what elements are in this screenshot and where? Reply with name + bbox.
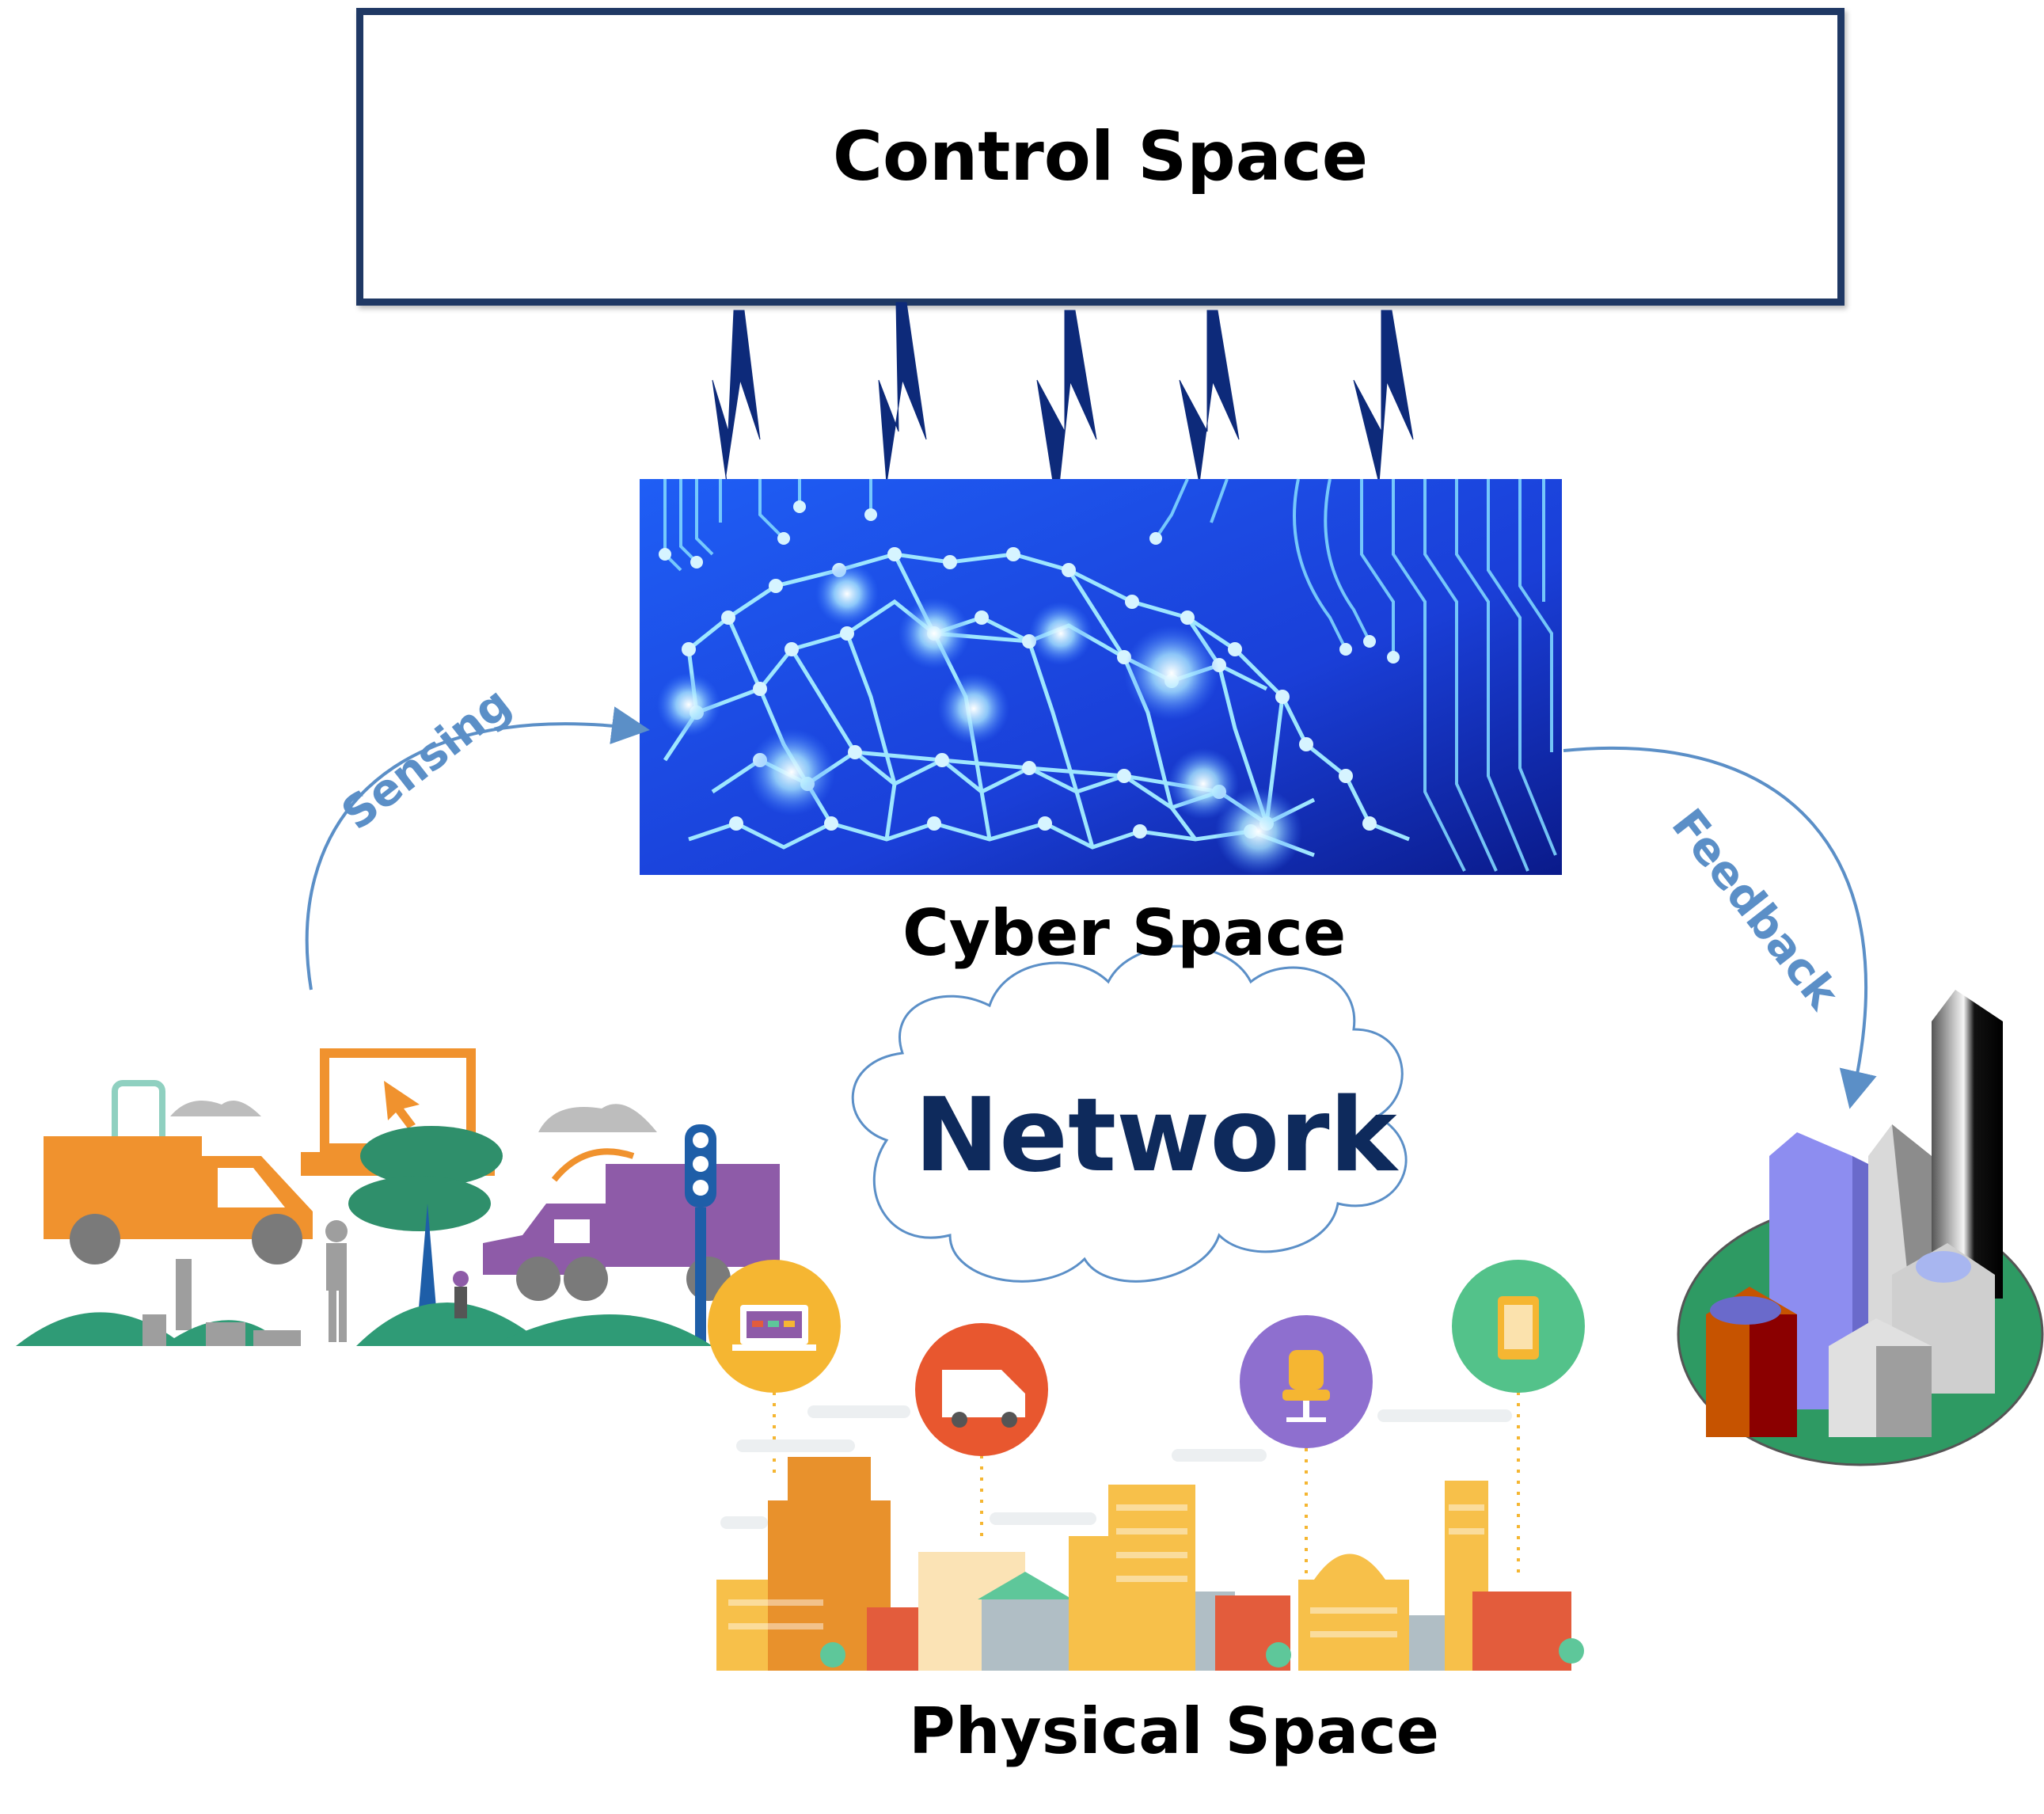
feedback-city-illustration	[1677, 990, 2044, 1466]
feedback-arrow	[1563, 746, 1877, 1109]
lightning-bolt-icon	[878, 302, 927, 484]
network-cloud	[851, 945, 1408, 1283]
sensing-devices-illustration	[16, 1048, 780, 1346]
cyber-space-image	[640, 478, 1562, 875]
control-space-box: Control Space	[356, 8, 1845, 306]
lightning-bolt-icon	[1036, 310, 1097, 508]
network-label: Network	[914, 1077, 1397, 1195]
lightning-bolt-icon	[1353, 310, 1414, 484]
lightning-bolt-icon	[1179, 310, 1240, 484]
cyber-space-label: Cyber Space	[902, 896, 1347, 970]
sensing-arrow	[305, 706, 650, 991]
lightning-bolt-icon	[712, 310, 761, 484]
physical-space-city-illustration	[708, 1260, 1585, 1671]
lightning-bolts	[712, 302, 1414, 508]
physical-space-label: Physical Space	[909, 1694, 1439, 1768]
control-space-label: Control Space	[832, 117, 1369, 196]
